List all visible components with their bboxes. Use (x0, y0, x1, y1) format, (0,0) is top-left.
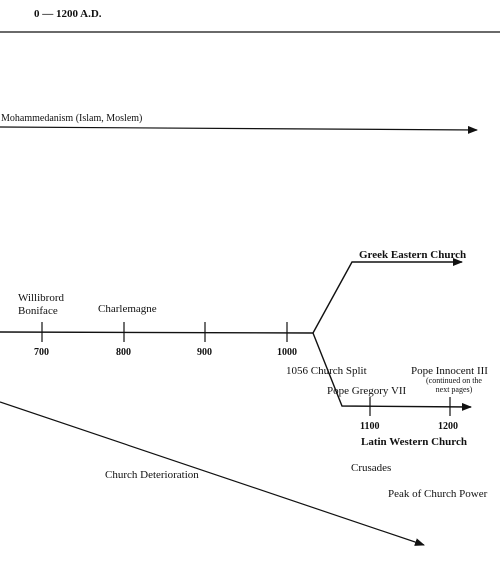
islam-label: Mohammedanism (Islam, Moslem) (1, 113, 143, 124)
islam-arrow (0, 125, 478, 134)
willibrord-boniface-label: Willibrord Boniface (18, 292, 64, 317)
tick-label-900: 900 (197, 347, 212, 358)
main-timeline (0, 331, 314, 334)
latin-church-label: Latin Western Church (361, 436, 467, 448)
greek-church-label: Greek Eastern Church (359, 249, 467, 261)
tick-label-1100: 1100 (360, 421, 380, 432)
page-title: 0 — 1200 A.D. (34, 8, 102, 20)
peak-church-power-label: Peak of Church Power (388, 488, 488, 500)
crusades-label: Crusades (351, 462, 392, 474)
tick-label-700: 700 (34, 347, 49, 358)
tick-label-1000: 1000 (277, 347, 297, 358)
deterioration-arrow (0, 401, 425, 546)
gregory-vii-label: Pope Gregory VII (327, 385, 407, 397)
latin-branch (312, 332, 472, 411)
innocent-continued-note: (continued on the next pages) (426, 376, 482, 394)
church-split-label: 1056 Church Split (286, 365, 367, 377)
church-deterioration-label: Church Deterioration (105, 469, 199, 481)
charlemagne-label: Charlemagne (98, 303, 157, 315)
tick-label-1200: 1200 (438, 421, 458, 432)
innocent-iii-label: Pope Innocent III (411, 365, 488, 377)
greek-branch (312, 258, 463, 334)
tick-label-800: 800 (116, 347, 131, 358)
